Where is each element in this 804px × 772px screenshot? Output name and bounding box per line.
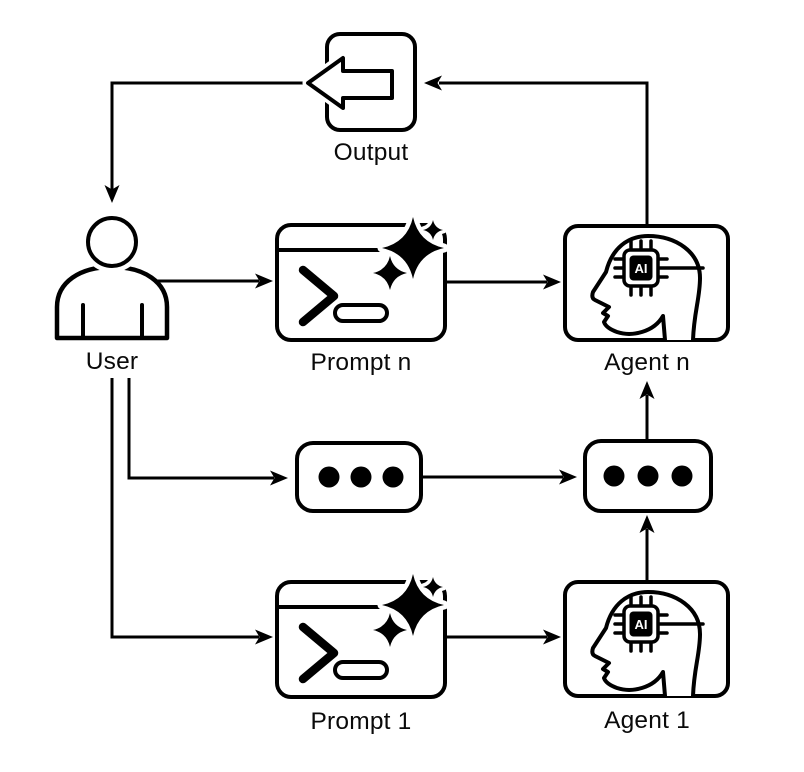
ellipsis-1-icon: [295, 441, 423, 513]
connector-prompt-1-to-agent-1: [445, 629, 561, 645]
prompt-1-label: Prompt 1: [310, 708, 412, 735]
ellipsis-dot: [671, 465, 693, 487]
head-outline: [590, 590, 702, 698]
sparkle-medium-icon: [373, 256, 407, 290]
connector-line: [127, 378, 274, 480]
connector-ellipsis-1-to-ellipsis-n: [421, 469, 577, 485]
ai-chip-core: [629, 611, 653, 637]
connector-user-to-prompt-n: [150, 273, 273, 289]
sparkle-medium-icon: [373, 613, 407, 647]
agent-n-icon: AI: [563, 224, 730, 342]
terminal-chevron: [298, 265, 339, 327]
user-torso: [54, 264, 170, 341]
connector-line: [439, 81, 649, 235]
prompt-n-icon: [275, 212, 449, 342]
ellipsis-dot: [603, 465, 625, 487]
connector-user-to-prompt-1: [110, 378, 273, 645]
sparkle-large-icon: [382, 574, 444, 636]
ellipsis-dot: [350, 466, 372, 488]
output-label: Output: [333, 139, 409, 166]
prompt-n-label: Prompt n: [310, 349, 412, 376]
block-arrow-icon: [306, 56, 394, 110]
terminal-input-bar: [333, 303, 389, 323]
connector-output-to-user: [104, 81, 310, 203]
connector-line: [110, 378, 259, 639]
connector-agent-n-to-output: [424, 75, 649, 235]
sparkle-small-icon: [423, 577, 443, 597]
connector-line: [110, 81, 310, 190]
output-icon: [302, 32, 417, 132]
agent-1-label: Agent 1: [604, 707, 690, 734]
ai-chip-label: AI: [635, 617, 648, 632]
user-head: [86, 216, 138, 268]
head-outline: [590, 234, 702, 342]
terminal-input-bar: [333, 660, 389, 680]
user-label: User: [85, 348, 139, 375]
ellipsis-dot: [318, 466, 340, 488]
ai-chip-core: [629, 255, 653, 281]
ellipsis-dot: [382, 466, 404, 488]
connector-prompt-n-to-agent-n: [445, 274, 561, 290]
terminal-chevron: [298, 622, 339, 684]
prompt-1-icon: [275, 569, 449, 699]
ellipsis-n-icon: [583, 439, 713, 513]
agent-1-icon: AI: [563, 580, 730, 698]
sparkle-small-icon: [423, 220, 443, 240]
sparkle-large-icon: [382, 217, 444, 279]
user-icon: [54, 211, 170, 341]
ai-chip-label: AI: [635, 261, 648, 276]
connector-user-to-ellipsis: [127, 378, 288, 486]
agent-n-label: Agent n: [604, 349, 690, 376]
ellipsis-dot: [637, 465, 659, 487]
